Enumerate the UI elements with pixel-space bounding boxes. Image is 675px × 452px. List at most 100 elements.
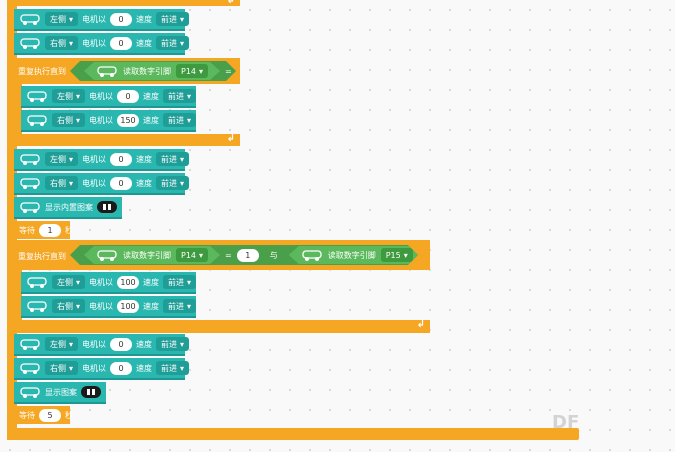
chevron-down-icon: ▾ [187,91,192,101]
direction-dropdown[interactable]: 前进▾ [163,89,197,103]
speed-label: 速度 [136,38,153,48]
side-dropdown[interactable]: 右侧▾ [52,113,86,127]
outer-loop-footer[interactable] [7,428,579,440]
compare-value[interactable]: 1 [237,249,259,262]
side-dropdown[interactable]: 左侧▾ [52,89,86,103]
speed-label: 速度 [136,154,153,164]
direction-dropdown[interactable]: 前进▾ [156,12,190,26]
motor-block-5[interactable]: 左侧▾ 电机以 0 速度 前进▾ [14,149,190,171]
watermark: DF [552,412,580,433]
wait-label: 等待 [19,225,35,235]
direction-dropdown[interactable]: 前进▾ [156,36,190,50]
previous-loop-footer[interactable]: ↲ [7,0,240,6]
sensor-label: 读取数字引脚 [123,250,171,260]
wait-unit: 秒 [65,225,73,235]
pin-dropdown[interactable]: P14▾ [176,64,208,78]
loop-arrow-icon: ↲ [416,319,425,330]
wait-block-2[interactable]: 等待 5 秒 [14,406,73,424]
equals-operator: = [429,250,437,260]
motor-block-6[interactable]: 右侧▾ 电机以 0 速度 前进▾ [14,173,190,195]
motor-block-9[interactable]: 左侧▾ 电机以 0 速度 前进▾ [14,334,190,356]
pin-dropdown[interactable]: P14▾ [176,248,208,262]
direction-dropdown[interactable]: 前进▾ [156,361,190,375]
display-builtin-block[interactable]: 显示内置图案 [14,197,122,219]
motor-block-8[interactable]: 右侧▾ 电机以 100 速度 前进▾ [21,296,197,318]
wait-label: 等待 [19,410,35,420]
car-icon [19,152,41,166]
speed-input[interactable]: 150 [117,113,140,127]
equals-operator: = [225,66,232,76]
motor-block-1[interactable]: 左侧▾ 电机以 0 速度 前进▾ [14,9,190,31]
compare-value[interactable]: 1 [441,249,463,262]
wait-value[interactable]: 1 [39,223,61,237]
direction-dropdown[interactable]: 前进▾ [156,176,190,190]
car-icon [301,248,323,262]
motor-block-3[interactable]: 左侧▾ 电机以 0 速度 前进▾ [21,86,197,108]
car-icon [26,299,48,313]
car-icon [26,113,48,127]
display-pattern-block[interactable]: 显示图案 [14,382,106,404]
sensor-label: 读取数字引脚 [327,250,376,260]
motor-label: 电机以 [82,178,107,188]
chevron-down-icon: ▾ [76,91,81,101]
chevron-down-icon: ▾ [199,66,204,76]
loop-2-spine [14,270,22,332]
loop-1-footer[interactable]: ↲ [14,133,240,146]
direction-dropdown[interactable]: 前进▾ [163,299,197,313]
wait-block-1[interactable]: 等待 1 秒 [14,221,73,239]
speed-input[interactable]: 0 [117,89,140,103]
motor-label: 电机以 [82,14,107,24]
sensor-block[interactable]: 读取数字引脚 P14▾ [84,62,220,80]
direction-dropdown[interactable]: 前进▾ [156,152,190,166]
compare-value[interactable]: 1 [237,65,259,78]
direction-dropdown[interactable]: 前进▾ [163,275,197,289]
speed-input[interactable]: 0 [110,12,133,26]
motor-block-7[interactable]: 左侧▾ 电机以 100 速度 前进▾ [21,272,197,294]
chevron-down-icon: ▾ [187,115,192,125]
wait-value[interactable]: 5 [39,408,61,422]
sensor-block-1[interactable]: 读取数字引脚 P14▾ [84,246,220,264]
speed-input[interactable]: 0 [110,337,133,351]
side-dropdown[interactable]: 右侧▾ [45,36,79,50]
motor-block-4[interactable]: 右侧▾ 电机以 150 速度 前进▾ [21,110,197,132]
speed-input[interactable]: 100 [117,299,140,313]
car-icon [19,12,41,26]
chevron-down-icon: ▾ [403,250,408,260]
pin-dropdown[interactable]: P15▾ [381,248,413,262]
speed-label: 速度 [143,115,160,125]
and-operator: 与 [269,250,278,260]
direction-dropdown[interactable]: 前进▾ [156,337,190,351]
speed-input[interactable]: 0 [110,361,133,375]
loop-2-condition[interactable]: 读取数字引脚 P14▾ = 1 与 读取数字引脚 P15▾ = 1 [70,245,418,265]
sensor-block-2[interactable]: 读取数字引脚 P15▾ [289,246,425,264]
car-icon [19,361,41,375]
loop-2-footer[interactable]: ↲ [14,319,430,333]
motor-block-10[interactable]: 右侧▾ 电机以 0 速度 前进▾ [14,358,190,380]
speed-input[interactable]: 0 [110,36,133,50]
side-dropdown[interactable]: 右侧▾ [52,299,86,313]
side-dropdown[interactable]: 左侧▾ [45,337,79,351]
motor-block-2[interactable]: 右侧▾ 电机以 0 速度 前进▾ [14,33,190,55]
motor-label: 电机以 [89,301,114,311]
speed-input[interactable]: 0 [110,176,133,190]
speed-label: 速度 [143,91,160,101]
display-label: 显示图案 [45,387,77,397]
chevron-down-icon: ▾ [69,14,74,24]
speed-input[interactable]: 100 [117,275,140,289]
speed-input[interactable]: 0 [110,152,133,166]
side-dropdown[interactable]: 右侧▾ [45,176,79,190]
led-matrix-icon[interactable] [97,201,117,213]
loop-arrow-icon: ↲ [226,133,235,144]
side-dropdown[interactable]: 左侧▾ [52,275,86,289]
loop-1-condition[interactable]: 读取数字引脚 P14▾ = 1 [70,61,236,81]
direction-dropdown[interactable]: 前进▾ [163,113,197,127]
side-dropdown[interactable]: 左侧▾ [45,152,79,166]
car-icon [19,200,41,214]
led-matrix-icon[interactable] [81,386,101,398]
chevron-down-icon: ▾ [76,301,81,311]
car-icon [96,64,118,78]
loop-arrow-icon: ↲ [226,0,235,6]
side-dropdown[interactable]: 右侧▾ [45,361,79,375]
side-dropdown[interactable]: 左侧▾ [45,12,79,26]
chevron-down-icon: ▾ [69,363,74,373]
